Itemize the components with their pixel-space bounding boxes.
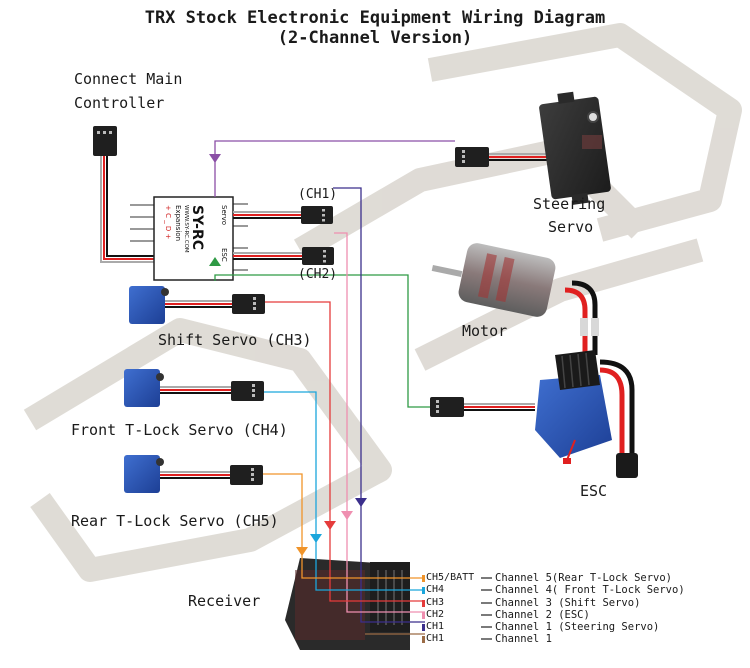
arrow-ch5 xyxy=(296,547,308,556)
main-controller-label-2: Controller xyxy=(74,94,165,112)
port-tick xyxy=(422,575,425,582)
receiver-label: Receiver xyxy=(188,592,261,610)
module-pins: + C _ D + xyxy=(164,205,172,240)
rear-tlock-servo xyxy=(124,455,263,493)
steering-servo xyxy=(455,91,611,205)
main-controller-connector xyxy=(93,126,155,263)
esc xyxy=(430,350,638,478)
port-tick xyxy=(422,587,425,594)
module-name: Expansion xyxy=(174,205,182,241)
esc-port-label: ESC xyxy=(220,248,228,262)
wire-ch4 xyxy=(264,391,425,591)
wire-ch2 xyxy=(334,232,425,613)
legend-dashes xyxy=(481,577,492,640)
port-tick xyxy=(422,624,425,631)
channel-legend-item: Channel 5(Rear T-Lock Servo) xyxy=(495,572,673,584)
port-tick xyxy=(422,636,425,643)
motor xyxy=(431,243,599,355)
motor-label: Motor xyxy=(462,322,508,340)
wire-ch3 xyxy=(265,301,425,602)
shift-servo xyxy=(129,286,265,324)
servo-port-label: Servo xyxy=(220,205,228,225)
port-tick xyxy=(422,600,425,607)
module-website: WWW.SY-RC.COM xyxy=(183,205,189,253)
front-tlock-servo xyxy=(124,369,264,407)
arrow-ch3 xyxy=(324,521,336,530)
rear-tlock-servo-label: Rear T-Lock Servo (CH5) xyxy=(71,512,279,530)
title-line2: (2-Channel Version) xyxy=(277,28,473,48)
receiver-port-label: CH1 xyxy=(426,621,445,632)
steering-servo-label-1: Steering xyxy=(533,195,606,213)
ch2-label: (CH2) xyxy=(298,267,338,282)
arrow-ch1 xyxy=(355,498,367,507)
ch2-connector xyxy=(302,247,334,265)
channel-legend-item: Channel 4( Front T-Lock Servo) xyxy=(495,584,685,596)
wire-ch5 xyxy=(263,473,425,579)
wire-steering xyxy=(214,140,455,197)
wire-arrows xyxy=(209,154,367,556)
receiver-port-label: CH4 xyxy=(426,584,445,595)
front-tlock-servo-label: Front T-Lock Servo (CH4) xyxy=(71,421,288,439)
arrow-ch4 xyxy=(310,534,322,543)
receiver-port-label: CH5/BATT xyxy=(426,572,475,583)
receiver-port-label: CH2 xyxy=(426,609,445,620)
title-line1: TRX Stock Electronic Equipment Wiring Di… xyxy=(144,8,606,28)
signal-wires xyxy=(214,140,455,635)
receiver-port-label: CH1 xyxy=(426,633,445,644)
channel-legend-item: Channel 2 (ESC) xyxy=(495,609,590,621)
channel-legend-item: Channel 1 xyxy=(495,633,552,645)
wire-esc xyxy=(214,274,430,408)
arrow-steering xyxy=(209,154,221,163)
module-brand: SY-RC xyxy=(189,205,205,250)
main-controller-label-1: Connect Main xyxy=(74,70,183,88)
steering-servo-label-2: Servo xyxy=(548,218,594,236)
wire-ch1 xyxy=(333,187,425,623)
channel-legend-item: Channel 1 (Steering Servo) xyxy=(495,621,660,633)
ch1-connector xyxy=(301,206,333,224)
esc-label: ESC xyxy=(580,482,608,500)
arrow-esc xyxy=(209,257,221,266)
port-tick xyxy=(422,612,425,619)
receiver-port-label: CH3 xyxy=(426,597,445,608)
ch1-label: (CH1) xyxy=(298,187,338,202)
arrow-ch2 xyxy=(341,511,353,520)
expansion-module: SY-RC WWW.SY-RC.COM Expansion + C _ D + … xyxy=(130,196,302,281)
shift-servo-label: Shift Servo (CH3) xyxy=(158,331,312,349)
channel-legend-item: Channel 3 (Shift Servo) xyxy=(495,597,641,609)
watermark-logo xyxy=(23,23,742,582)
